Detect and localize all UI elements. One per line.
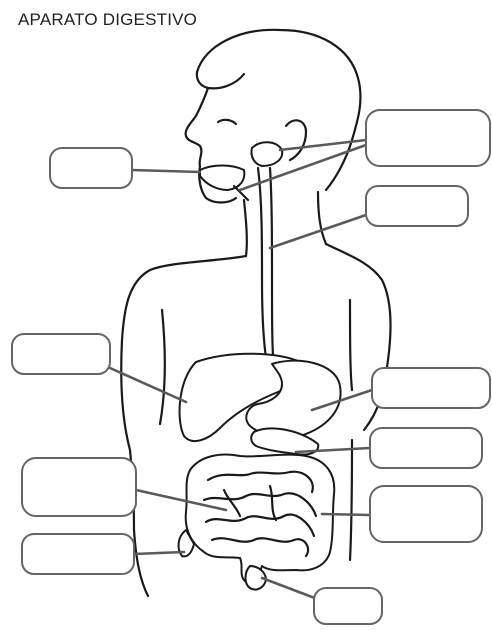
label-box-esophagus[interactable] — [366, 186, 468, 226]
label-box-large-intestine[interactable] — [370, 486, 482, 542]
label-box-salivary-glands[interactable] — [366, 110, 490, 166]
label-box-liver[interactable] — [12, 334, 110, 374]
label-box-pancreas[interactable] — [370, 428, 482, 468]
label-box-mouth[interactable] — [50, 148, 132, 188]
label-box-appendix[interactable] — [22, 534, 134, 574]
label-box-stomach[interactable] — [372, 368, 490, 408]
label-box-small-intestine[interactable] — [22, 458, 136, 516]
large-intestine-shape — [186, 455, 335, 584]
label-box-rectum[interactable] — [314, 588, 382, 624]
